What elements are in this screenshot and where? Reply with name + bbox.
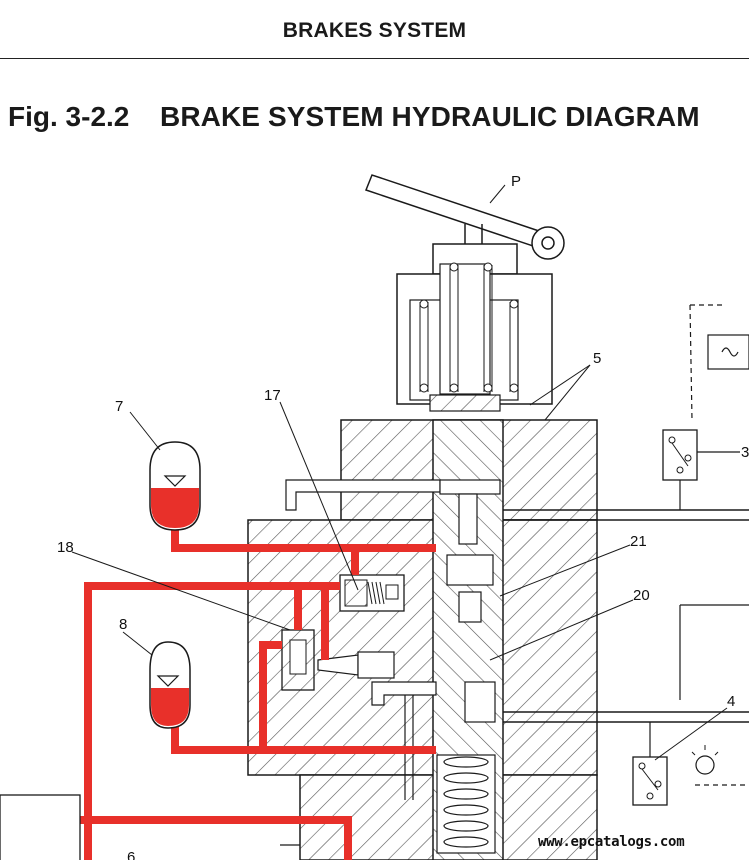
pressure-switch-3 — [662, 304, 749, 510]
label-item-18: 18 — [57, 539, 74, 556]
pressure-switch-4 — [632, 604, 749, 806]
label-pedal: P — [511, 173, 521, 190]
label-item-17: 17 — [264, 387, 281, 404]
page-header: BRAKES SYSTEM — [0, 0, 749, 60]
leader-lines — [71, 364, 728, 761]
label-switch-3: 3 — [741, 444, 749, 461]
pressure-lines — [0, 527, 436, 860]
label-item-20: 20 — [633, 587, 650, 604]
accumulator-7 — [149, 441, 201, 531]
brake-pedal — [365, 174, 565, 260]
valve-18 — [281, 629, 395, 691]
label-accumulator-7: 7 — [115, 398, 123, 415]
header-rule — [0, 58, 749, 59]
section-title: BRAKES SYSTEM — [282, 19, 467, 42]
watermark: www.epcatalogs.com — [538, 834, 685, 850]
label-master-cylinder: 5 — [593, 350, 601, 367]
label-accumulator-8: 8 — [119, 616, 127, 633]
label-switch-4: 4 — [727, 693, 735, 710]
label-item-21: 21 — [630, 533, 647, 550]
hydraulic-diagram: P 5 7 17 3 18 21 20 8 4 6 — [0, 173, 749, 860]
item-6-box — [0, 794, 81, 860]
label-item-6: 6 — [127, 849, 135, 860]
accumulator-8 — [149, 641, 191, 729]
figure-title: BRAKE SYSTEM HYDRAULIC DIAGRAM — [160, 101, 700, 132]
figure-number: Fig. 3-2.2 — [8, 101, 130, 132]
valve-17 — [339, 574, 405, 612]
valve-body — [247, 419, 749, 860]
master-cylinder — [396, 243, 553, 412]
